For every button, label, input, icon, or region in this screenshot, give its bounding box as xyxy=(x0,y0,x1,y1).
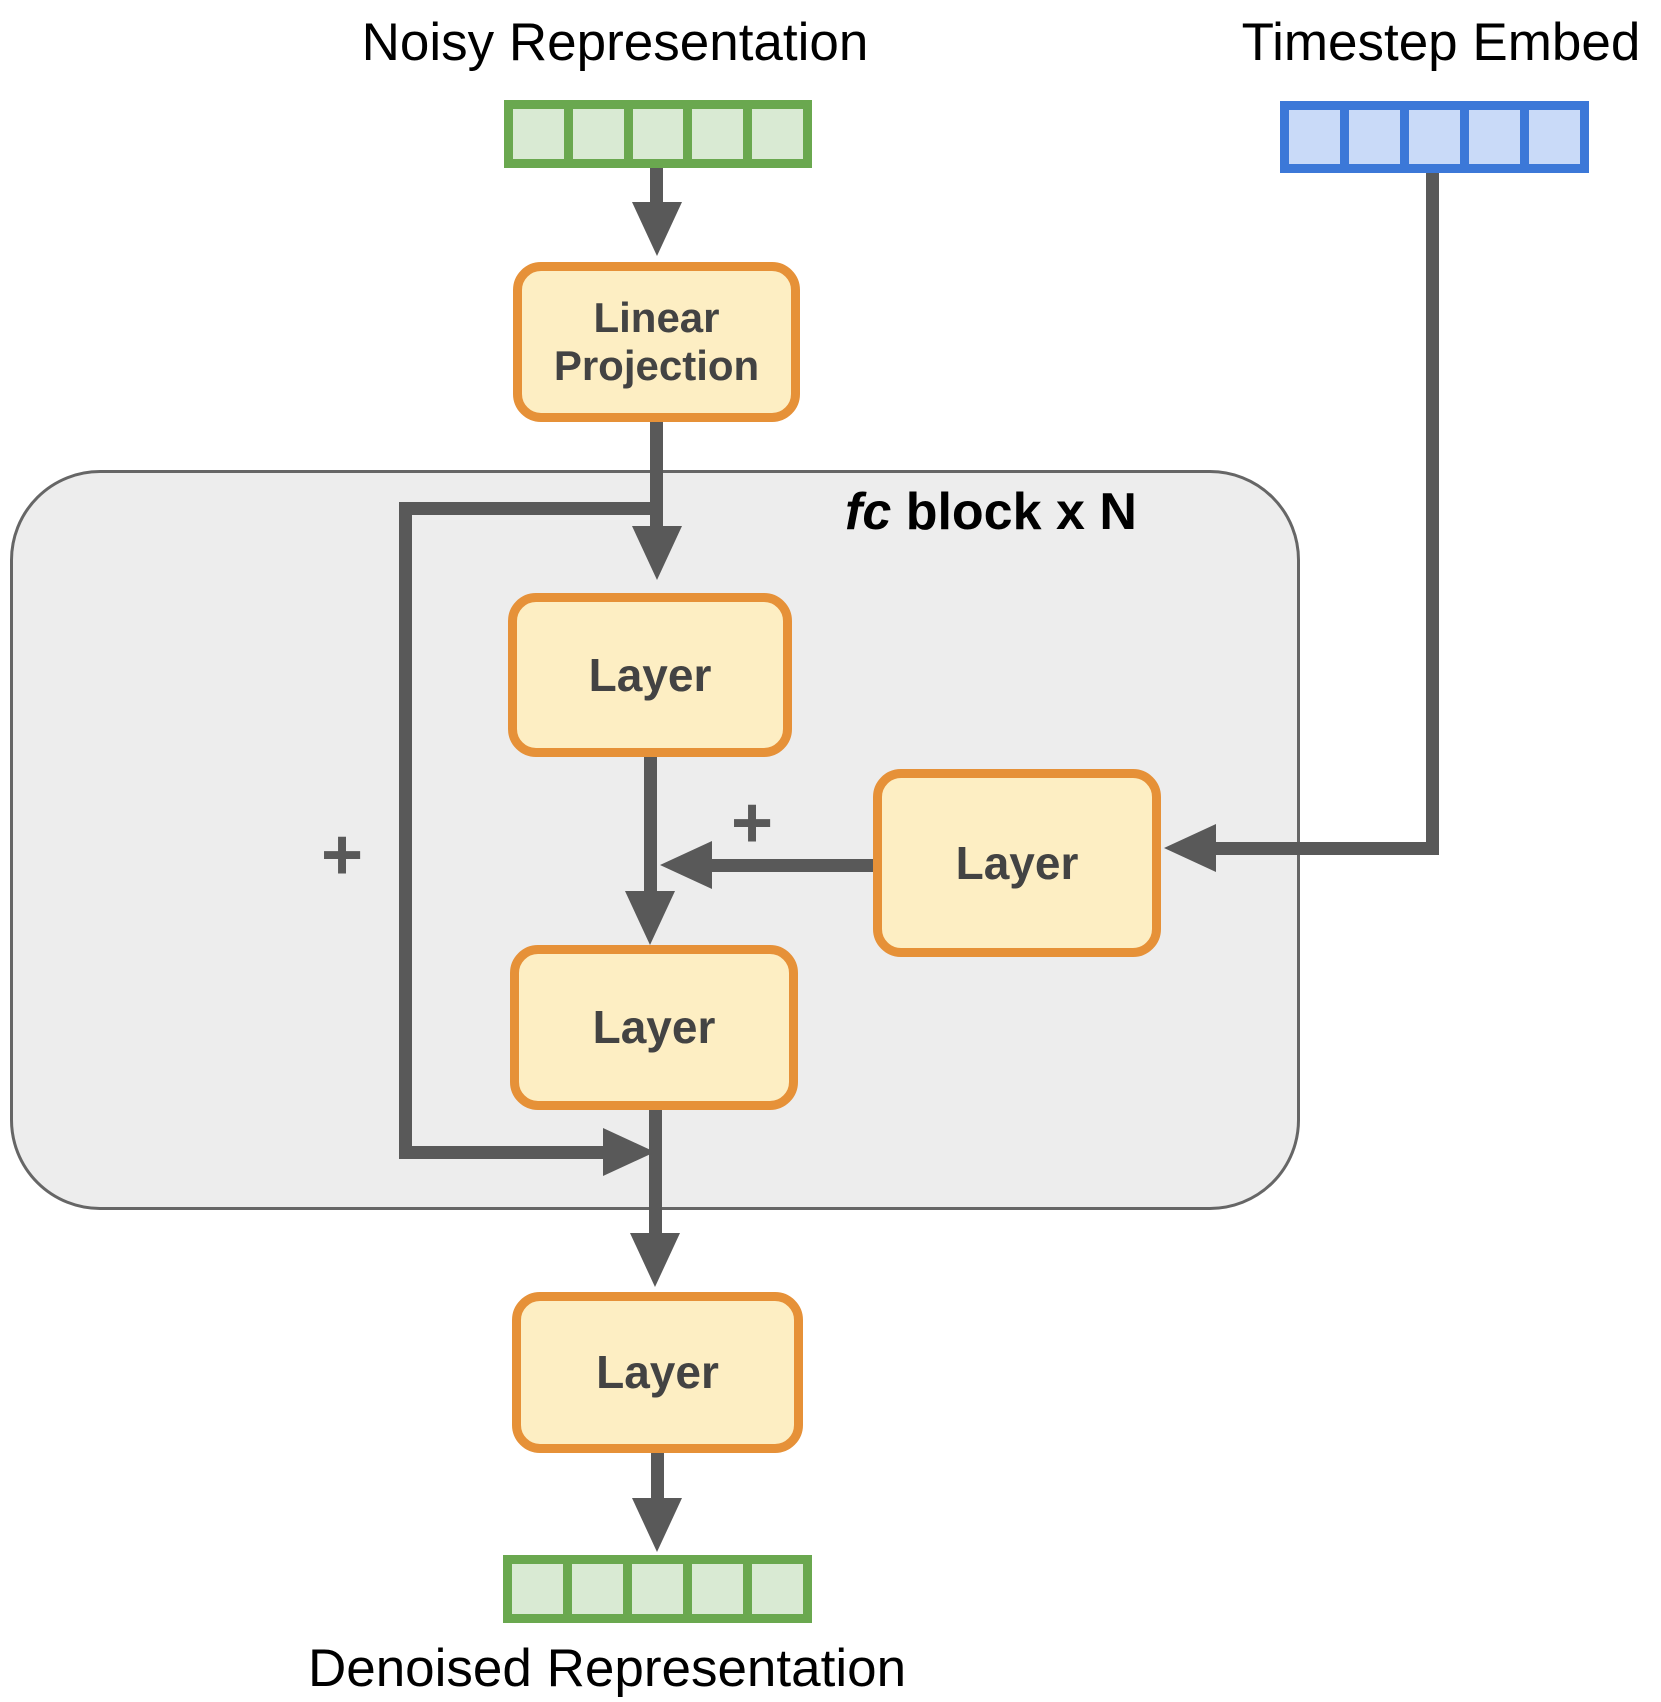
skip-connection-return-line xyxy=(399,1146,609,1159)
arrowhead-layer2-to-output xyxy=(630,1233,680,1287)
arrowhead-timestep-to-layer xyxy=(1164,824,1216,872)
vector-cell xyxy=(692,1564,743,1614)
vector-cell xyxy=(752,1564,803,1614)
plus-skip-operator: + xyxy=(320,815,364,895)
vector-cell xyxy=(512,1564,563,1614)
label-timestep-embed: Timestep Embed xyxy=(1241,13,1641,72)
linear-projection-label: Linear Projection xyxy=(553,293,760,389)
timestep-horizontal-line xyxy=(1216,842,1438,855)
layer-node-1: Layer xyxy=(508,593,792,757)
layer-node-output-label: Layer xyxy=(596,1346,719,1399)
vector-cell xyxy=(632,109,684,159)
time-add-line xyxy=(712,859,873,872)
layer-node-timestep: Layer xyxy=(873,769,1161,957)
arrowhead-layer1-to-layer2 xyxy=(625,891,675,945)
vector-cell xyxy=(1289,110,1340,164)
flow-line-linear-to-layer1 xyxy=(650,422,663,526)
vector-cell xyxy=(572,109,624,159)
denoised-representation-vector xyxy=(503,1555,812,1623)
plus-time-operator: + xyxy=(730,783,774,863)
fc-block-label-italic: fc xyxy=(845,483,892,541)
vector-cell xyxy=(692,109,744,159)
vector-cell xyxy=(572,1564,623,1614)
layer-node-output: Layer xyxy=(512,1292,803,1453)
label-denoised-representation: Denoised Representation xyxy=(307,1639,907,1698)
arrowhead-noisy-to-linear xyxy=(632,202,682,256)
label-noisy-representation: Noisy Representation xyxy=(361,13,869,72)
noisy-representation-vector xyxy=(504,100,812,168)
timestep-vertical-line xyxy=(1426,173,1439,855)
linear-projection-node: Linear Projection xyxy=(513,262,800,422)
layer-node-2: Layer xyxy=(510,945,798,1110)
layer-node-1-label: Layer xyxy=(588,648,712,701)
arrowhead-skip-connection xyxy=(603,1128,655,1176)
vector-cell xyxy=(1409,110,1460,164)
vector-cell xyxy=(632,1564,683,1614)
arrowhead-output-to-denoised xyxy=(632,1498,682,1552)
flow-line-noisy-to-linear xyxy=(650,168,663,206)
vector-cell xyxy=(752,109,803,159)
fc-block-label: fc block x N xyxy=(845,482,1137,542)
vector-cell xyxy=(513,109,564,159)
vector-cell xyxy=(1529,110,1580,164)
timestep-embed-vector xyxy=(1280,101,1589,173)
flow-line-layer1-to-layer2 xyxy=(644,757,657,893)
layer-node-timestep-label: Layer xyxy=(955,836,1079,889)
layer-node-2-label: Layer xyxy=(592,1001,716,1054)
flow-line-output-to-denoised xyxy=(651,1453,664,1500)
skip-connection-branch-line xyxy=(399,502,657,515)
skip-connection-vertical-line xyxy=(399,502,412,1159)
vector-cell xyxy=(1469,110,1520,164)
arrowhead-linear-to-layer1 xyxy=(632,526,682,580)
arrowhead-time-add xyxy=(660,841,712,889)
vector-cell xyxy=(1349,110,1400,164)
fc-block-label-rest: block x N xyxy=(891,483,1137,541)
flow-line-layer2-to-output xyxy=(649,1110,662,1233)
